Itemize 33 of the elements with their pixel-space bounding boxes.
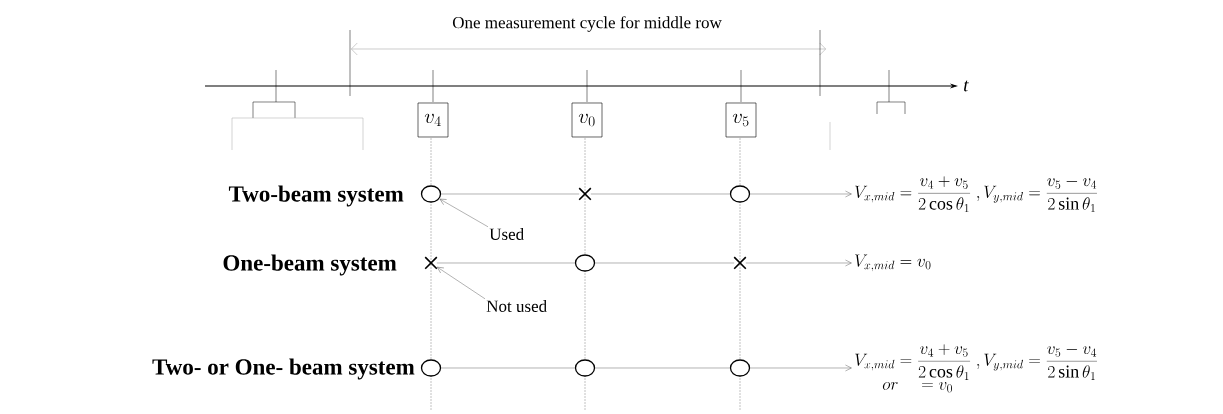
row-label: Two-beam system — [228, 185, 404, 207]
connector-line — [594, 367, 731, 369]
value-box: $v_{0}$ — [571, 102, 603, 138]
connector-line — [436, 262, 576, 264]
circle-marker — [420, 359, 442, 377]
connector-line — [590, 193, 731, 195]
annotation-text: Used — [489, 228, 524, 240]
annotation-text: Not used — [486, 300, 547, 312]
connector-line — [440, 193, 580, 195]
formula: $V_{x,mid}=\frac{v_{4}+v_{5}}{2\cos\theta_{1}}$ $,V_{y,mid}=\frac{v_{5}-v_{4}}{2\sin\theta_{1}}$ $or\quad =v_{0}$ — [855, 344, 1097, 393]
cross-marker — [578, 187, 592, 201]
value-box: $v_{4}$ — [417, 102, 449, 138]
connector-line — [440, 367, 576, 369]
value-box: $v_{5}$ — [725, 102, 757, 138]
leader-line — [437, 266, 486, 300]
circle-marker — [574, 359, 596, 377]
dimension-label: One measurement cycle for middle row — [452, 16, 722, 32]
axis-label: t — [964, 80, 969, 92]
circle-marker — [729, 185, 751, 203]
circle-marker — [420, 185, 442, 203]
cross-marker — [733, 256, 747, 270]
circle-marker — [729, 359, 751, 377]
circle-marker — [574, 254, 596, 272]
row-label: One-beam system — [223, 254, 397, 276]
connector-line — [594, 262, 735, 264]
connector-line — [749, 364, 852, 372]
row-label: Two- or One- beam system — [152, 358, 415, 380]
formula: $V_{x,mid}=v_{0}$ — [855, 254, 931, 272]
cross-marker — [424, 256, 438, 270]
connector-line — [745, 259, 852, 267]
formula: $V_{x,mid}=\frac{v_{4}+v_{5}}{2\cos\theta_{1}}$ $,V_{y,mid}=\frac{v_{5}-v_{4}}{2\sin\theta_{1}}$ — [855, 176, 1097, 213]
leader-line — [439, 198, 489, 228]
connector-line — [749, 190, 852, 198]
